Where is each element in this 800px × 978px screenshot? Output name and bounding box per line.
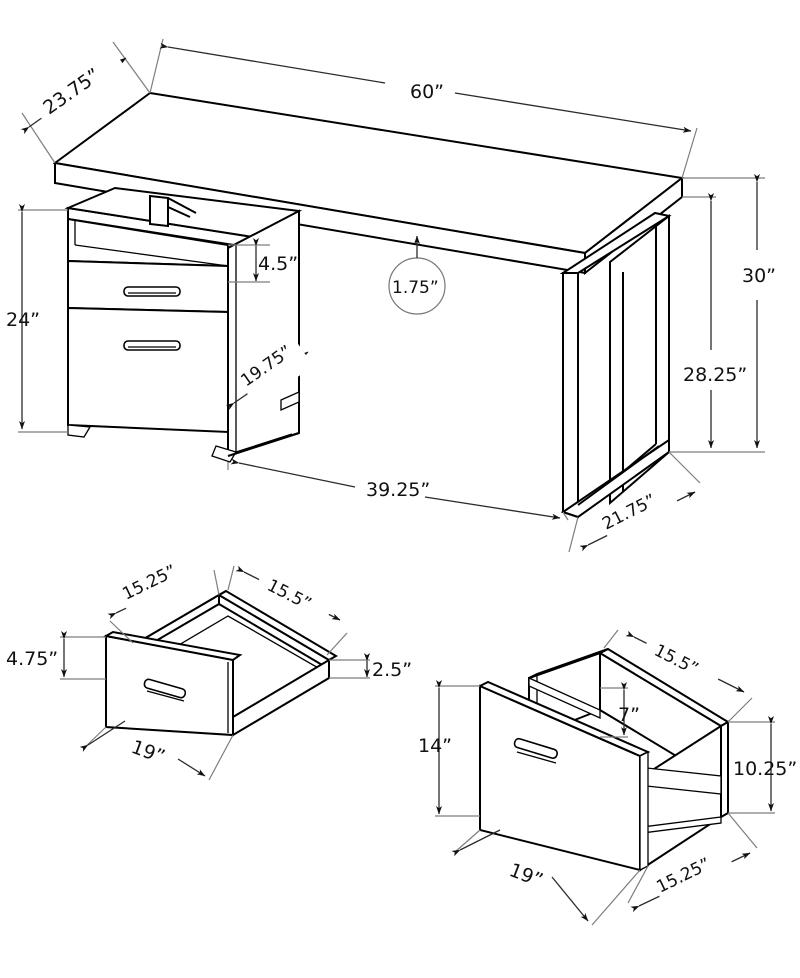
- right-leg-top-rail: [559, 211, 672, 274]
- dim-label-small-2-5: 2.5”: [372, 659, 412, 681]
- dim-file-14: 14”: [418, 680, 480, 817]
- dim-shelf-4-5: 4.5”: [228, 238, 298, 283]
- dim-file-10-25: 10.25”: [728, 716, 797, 814]
- dim-label-file-14: 14”: [418, 735, 452, 757]
- file-drawer-front-right-edge: [639, 750, 649, 872]
- file-drawer-handle-inner: [516, 751, 557, 764]
- dim-width-60: 60”: [149, 38, 698, 179]
- dim-label-small-19: 19”: [128, 736, 168, 768]
- dim-small-4-75: 4.75”: [6, 631, 106, 680]
- file-drawer-handle[interactable]: [513, 737, 559, 760]
- lower-drawer-handle[interactable]: [123, 340, 181, 351]
- small-drawer-view: 15.25” 15.5” 4.75” 2.5”: [6, 553, 412, 781]
- cabinet-bottom-back-edge: [227, 432, 300, 457]
- cabinet-right-side-panel: [227, 209, 300, 458]
- pedestal-support-brace-2: [167, 206, 191, 218]
- upper-drawer-handle[interactable]: [123, 286, 181, 297]
- dim-label-small-4-75: 4.75”: [6, 648, 58, 670]
- file-drawer-top-rail: [528, 676, 601, 720]
- dim-height-28-25: 28.25”: [682, 193, 747, 449]
- dim-span-39-25: 39.25”: [227, 458, 569, 521]
- dim-cabinet-24: 24”: [6, 204, 68, 433]
- dim-label-1-75: 1.75”: [392, 278, 439, 298]
- dim-label-file-7: 7”: [618, 704, 640, 726]
- pedestal-back-support: [149, 194, 169, 228]
- cabinet-foot-front-left: [67, 424, 92, 438]
- dim-label-28-25: 28.25”: [683, 364, 747, 386]
- dim-label-4-5: 4.5”: [258, 253, 298, 275]
- small-drawer-front-top-edge: [103, 630, 243, 662]
- dim-small-2-5: 2.5”: [329, 653, 412, 681]
- small-drawer-handle-inner: [146, 690, 185, 702]
- small-drawer-handle[interactable]: [143, 678, 187, 699]
- dim-file-7: 7”: [600, 682, 640, 738]
- cabinet-bottom-back-edge-inner: [235, 433, 293, 453]
- dim-label-60: 60”: [410, 81, 444, 103]
- pedestal-support-brace-1: [167, 197, 197, 214]
- shelf-cavity-inner-top: [74, 244, 229, 267]
- dim-label-file-19: 19”: [506, 859, 546, 892]
- file-drawer-inner-divider-top: [528, 648, 609, 679]
- dim-label-30: 30”: [742, 265, 776, 287]
- file-drawer-view: 15.5” 14” 7” 10.25” 1: [418, 623, 797, 926]
- dim-label-39-25: 39.25”: [366, 479, 430, 501]
- dim-balloon-1-75: 1.75”: [388, 235, 446, 315]
- cabinet-foot-front-right: [211, 445, 237, 463]
- dim-label-file-10-25: 10.25”: [733, 758, 797, 780]
- right-leg-front-post: [562, 272, 579, 519]
- dim-height-30: 30”: [669, 174, 776, 453]
- file-drawer-right-wall-top: [720, 720, 729, 819]
- dim-small-15-5: 15.5”: [227, 559, 348, 656]
- main-desk-view: 23.75” 60” 30” 28.25”: [6, 38, 776, 553]
- cabinet-lower-drawer-front: [67, 306, 229, 434]
- dim-label-24: 24”: [6, 309, 40, 331]
